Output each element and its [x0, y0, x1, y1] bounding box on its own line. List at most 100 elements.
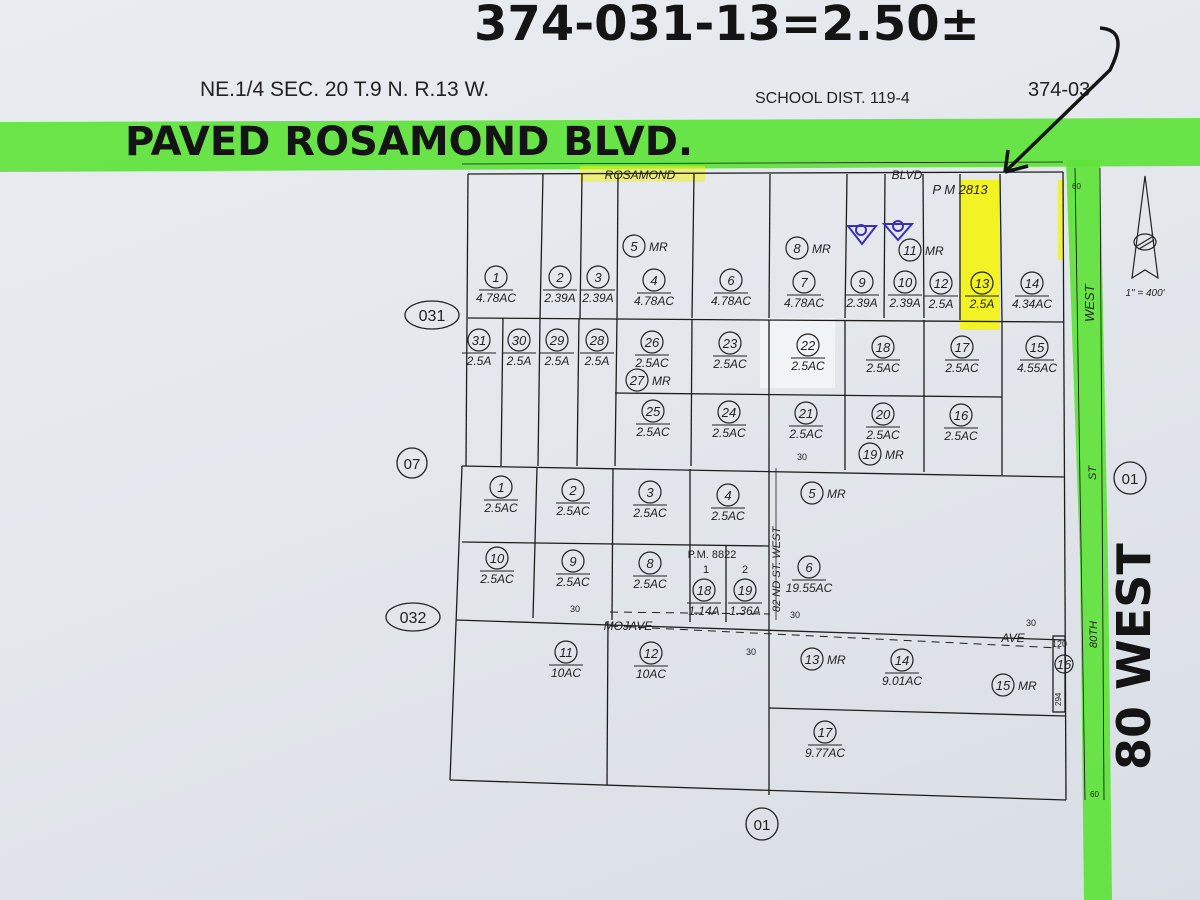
parcel-number: 22	[800, 338, 816, 353]
parcel-number-circle	[871, 402, 895, 426]
parcel-032-5: 5 MR	[800, 481, 846, 505]
north-arrow-icon	[1131, 175, 1159, 280]
parcel-number-circle	[489, 475, 513, 499]
parcel-number: 26	[644, 335, 660, 350]
parcel-number-circle	[950, 335, 974, 359]
parcel-031-3: 32.39A	[581, 265, 615, 305]
parcel-acreage: 9.01AC	[882, 674, 922, 688]
parcel-031-10: 10 2.39A	[888, 270, 922, 310]
street-82nd-st-west: 82 ND ST. WEST	[771, 526, 783, 612]
parcel-acreage: 4.78AC	[634, 294, 674, 308]
parcel-032-4: 42.5AC	[710, 483, 745, 523]
parcel-032-6: 619.55AC	[786, 555, 833, 595]
parcel-acreage: 2.39A	[581, 291, 613, 305]
parcel-map-reference: MR	[649, 240, 668, 254]
parcel-number: 11	[559, 645, 573, 660]
parcel-number: 3	[646, 485, 654, 500]
parcel-number-circle	[639, 641, 663, 665]
parcel-number: 17	[955, 340, 970, 355]
book-label-031: 031	[419, 308, 446, 325]
parcel-acreage: 4.55AC	[1017, 361, 1057, 375]
parcel-number-circle	[561, 549, 585, 573]
parcel-acreage: 10AC	[551, 666, 581, 680]
parcel-acreage: 19.55AC	[786, 581, 833, 595]
street-ave: AVE	[1000, 631, 1025, 645]
street-st: ST	[1087, 465, 1099, 480]
parcel-031-9: 92.39A	[845, 270, 879, 310]
parcel-number: 6	[727, 273, 735, 288]
parcel-map-2813: P M 2813	[932, 182, 988, 197]
parcel-031-24: 242.5AC	[711, 400, 746, 440]
parcel-acreage: 2.5A	[969, 297, 995, 311]
parcel-031-30: 302.5A	[502, 328, 536, 368]
parcel-acreage: 2.5AC	[632, 506, 667, 520]
parcel-map-reference: MR	[885, 448, 904, 462]
parcel-number-circle	[733, 578, 757, 602]
parcel-acreage: 2.5AC	[632, 577, 667, 591]
parcel-032-11: 11 10AC	[549, 640, 583, 680]
correction-tape	[760, 318, 835, 388]
parcel-number-circle	[1020, 271, 1044, 295]
parcel-031-21: 212.5AC	[788, 401, 823, 441]
parcel-acreage: 1.14A	[688, 604, 719, 618]
street-mojave: MOJAVE	[604, 619, 654, 633]
street-blvd: BLVD	[892, 168, 923, 182]
parcel-number: 10	[490, 551, 505, 566]
parcel-032-17: 179.77AC	[805, 720, 845, 760]
yellow-highlight-parcel-13	[960, 180, 1000, 330]
parcel-number: 14	[895, 653, 909, 668]
parcel-031-14: 144.34AC	[1012, 271, 1052, 311]
parcel-number: 7	[800, 275, 808, 290]
parcel-acreage: 2.5AC	[711, 426, 746, 440]
dimension-60: 60	[1090, 790, 1099, 799]
parcel-number: 1	[492, 270, 499, 285]
parcel-acreage: 2.5AC	[479, 572, 514, 586]
parcel-map-8822: P.M. 8822	[688, 549, 737, 561]
parcel-number: 16	[954, 408, 969, 423]
parcel-number: 4	[650, 273, 657, 288]
parcel-number-circle	[625, 368, 649, 392]
parcel-031-23: 232.5AC	[712, 331, 747, 371]
map-page-number: 374-03	[1028, 79, 1090, 101]
parcel-number: 20	[875, 407, 891, 422]
parcel-acreage: 2.5AC	[555, 504, 590, 518]
parcel-number: 10	[898, 275, 913, 290]
parcel-031-15: 154.55AC	[1017, 335, 1057, 375]
parcel-031-20: 202.5AC	[865, 402, 900, 442]
parcel-acreage: 2.39A	[888, 296, 920, 310]
parcel-032-8: 82.5AC	[632, 551, 667, 591]
parcel-number: 28	[589, 333, 605, 348]
parcel-number-circle	[485, 546, 509, 570]
parcel-number-circle	[585, 328, 609, 352]
parcel-number-circle	[642, 268, 666, 292]
parcel-number-circle	[638, 551, 662, 575]
pm-lot-2: 2	[742, 564, 748, 576]
parcel-number: 2	[555, 270, 564, 285]
parcel-number: 18	[697, 583, 712, 598]
parcel-number: 5	[808, 486, 816, 501]
dimension-294: 294	[1054, 692, 1063, 706]
parcel-number-circle	[548, 265, 572, 289]
parcel-number-circle	[949, 403, 973, 427]
parcel-map-reference: MR	[925, 244, 944, 258]
street-rosamond: ROSAMOND	[605, 168, 676, 182]
handwritten-apn-note: 374-031-13=2.50±	[474, 0, 980, 52]
parcel-031-12: 122.5A	[924, 271, 958, 311]
parcel-number: 19	[738, 583, 752, 598]
parcel-number-circle	[641, 399, 665, 423]
parcel-map-reference: MR	[812, 242, 831, 256]
parcel-acreage: 2.5AC	[790, 359, 825, 373]
parcel-number: 13	[975, 276, 990, 291]
parcel-number-circle	[871, 335, 895, 359]
parcel-map-reference: MR	[827, 487, 846, 501]
parcel-number-circle	[717, 400, 741, 424]
parcel-number-circle	[554, 640, 578, 664]
parcel-031-6: 6 4.78AC	[711, 268, 751, 308]
parcel-number-circle	[586, 265, 610, 289]
pm-lot-1: 1	[703, 564, 709, 576]
parcel-number-circle	[1025, 335, 1049, 359]
parcel-acreage: 4.78AC	[711, 294, 751, 308]
